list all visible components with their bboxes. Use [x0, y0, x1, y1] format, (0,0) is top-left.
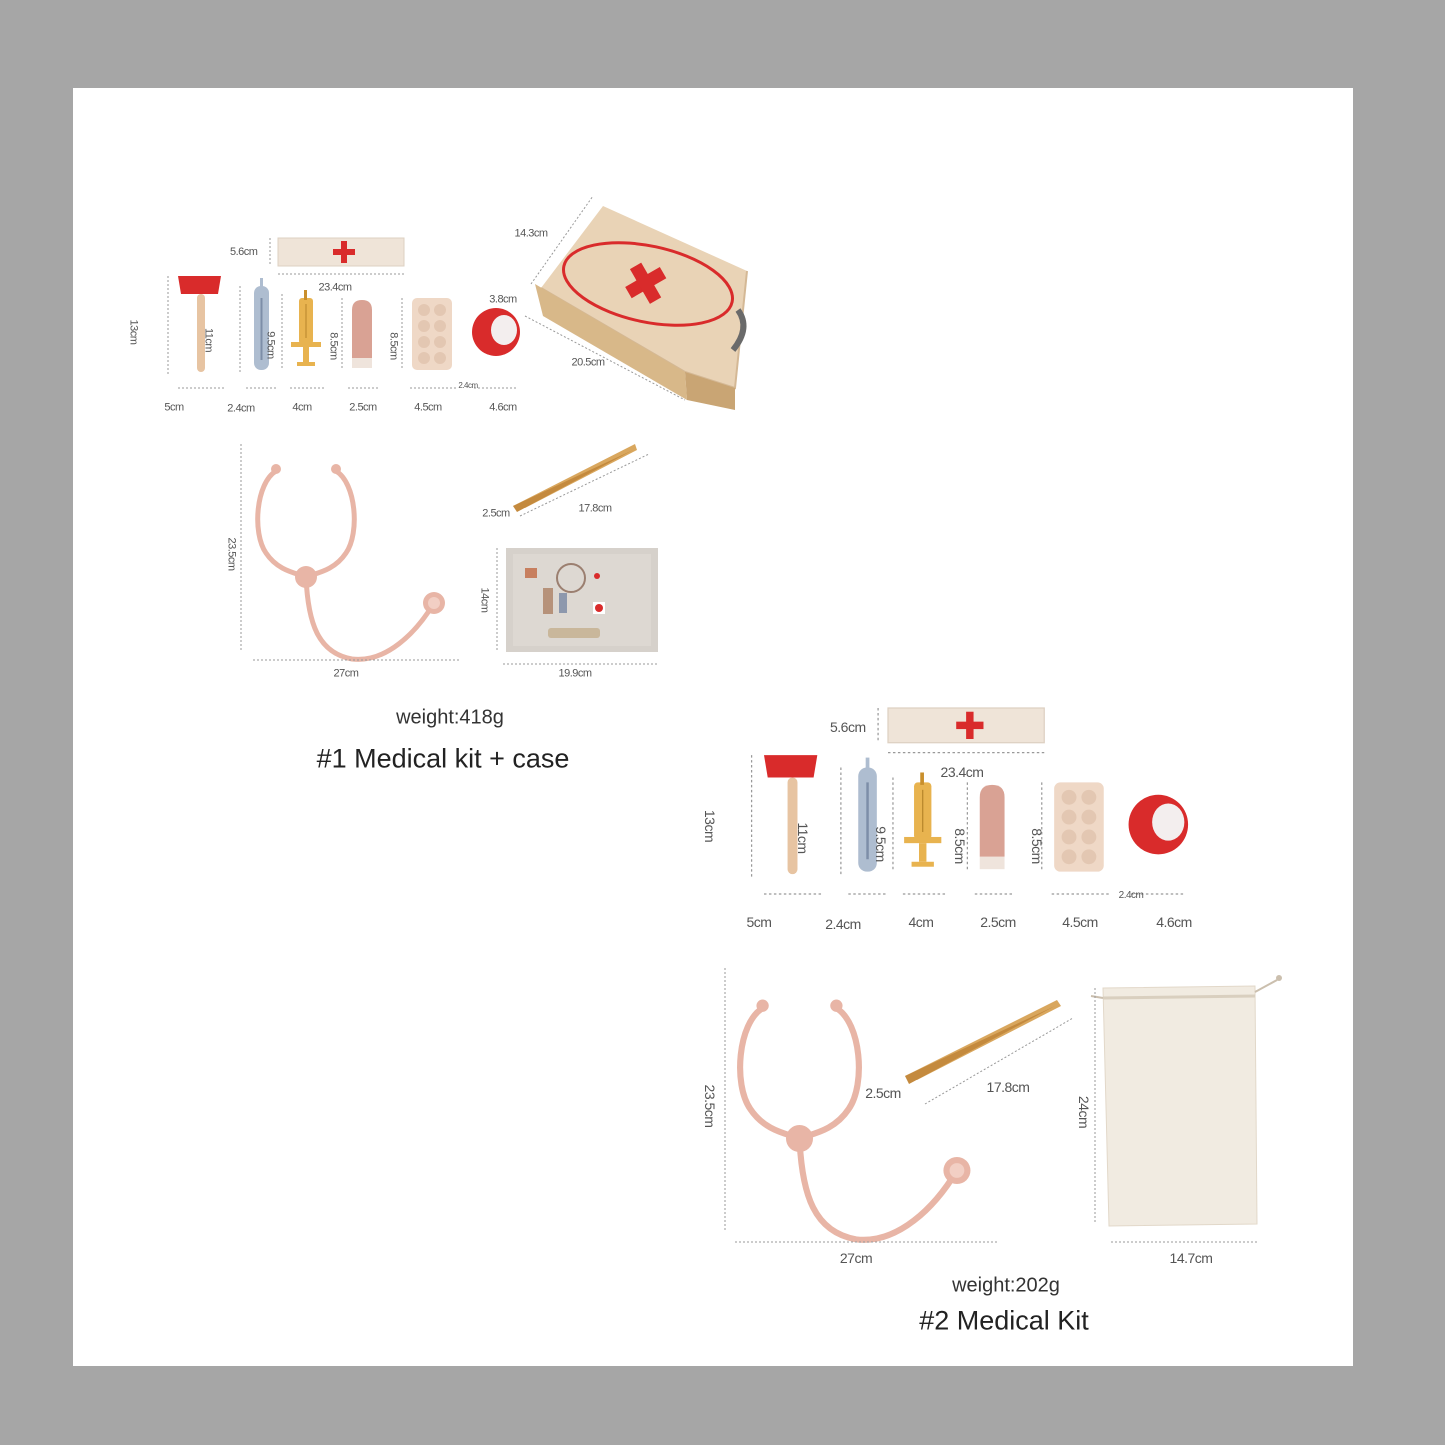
tweezers-image: [513, 444, 637, 512]
syringe-height-label: 9.5cm: [873, 826, 889, 862]
tube-width-label: 2.5cm: [980, 914, 1016, 930]
drawstring-bag-image: [1090, 975, 1282, 1227]
tape-depth-label: 2.4cm: [458, 381, 478, 390]
stethoscope-width-label: 27cm: [839, 1250, 873, 1266]
pill-tray-width-label: 4.5cm: [1062, 914, 1098, 930]
syringe-width-label: 4cm: [908, 914, 934, 930]
tweezers-depth-label: 2.5cm: [865, 1085, 901, 1101]
stethoscope-height-label: 23.5cm: [225, 537, 238, 571]
hammer-width-label: 5cm: [164, 401, 184, 414]
bandage-width-label: 23.4cm: [318, 281, 352, 294]
product-sheet: 5.6cm 23.4cm 13cm 5cm 11cm 2.4cm 9.5cm 4…: [73, 88, 1353, 1366]
thermometer-width-label: 2.4cm: [825, 916, 861, 932]
kit2-caption: #2 Medical Kit: [919, 1305, 1089, 1336]
syringe-height-label: 9.5cm: [264, 331, 277, 359]
card-width-label: 19.9cm: [558, 667, 592, 680]
illustration-layer: [167, 195, 1282, 1366]
kit1-caption: #1 Medical kit + case: [316, 743, 570, 774]
bag-height-label: 24cm: [1076, 1095, 1092, 1129]
thermometer-height-label: 11cm: [795, 822, 811, 854]
tweezers-length-label: 17.8cm: [986, 1079, 1030, 1095]
syringe-width-label: 4cm: [292, 401, 312, 414]
tape-depth-label: 2.4cm: [1118, 890, 1144, 901]
pill-tray-height-label: 8.5cm: [387, 332, 400, 360]
card-height-label: 14cm: [478, 587, 491, 613]
wooden-case-image: [535, 206, 748, 410]
case-width-label: 20.5cm: [571, 356, 605, 369]
tweezers-length-label: 17.8cm: [578, 502, 612, 515]
pill-tray-width-label: 4.5cm: [414, 401, 442, 414]
tape-width-label: 4.6cm: [1156, 914, 1192, 930]
pill-tray-height-label: 8.5cm: [1029, 828, 1045, 864]
bag-width-label: 14.7cm: [1169, 1250, 1213, 1266]
kit1-weight: weight:418g: [396, 706, 504, 729]
stethoscope-width-label: 27cm: [333, 667, 359, 680]
case-depth-label: 3.8cm: [489, 293, 517, 306]
thermometer-width-label: 2.4cm: [227, 402, 255, 415]
thermometer-height-label: 11cm: [202, 327, 215, 353]
tube-width-label: 2.5cm: [349, 401, 377, 414]
tube-height-label: 8.5cm: [952, 828, 968, 864]
tube-height-label: 8.5cm: [327, 332, 340, 360]
tweezers-image: [905, 1000, 1061, 1084]
instruction-card-image: [506, 548, 658, 652]
bandage-height-label: 5.6cm: [230, 246, 258, 258]
case-height-label: 14.3cm: [514, 227, 548, 240]
bandage-height-label: 5.6cm: [830, 719, 866, 735]
bandage-width-label: 23.4cm: [940, 764, 984, 780]
kit2-weight: weight:202g: [952, 1274, 1060, 1297]
stethoscope-height-label: 23.5cm: [702, 1084, 718, 1128]
hammer-width-label: 5cm: [746, 914, 772, 930]
tweezers-depth-label: 2.5cm: [482, 507, 510, 520]
hammer-height-label: 13cm: [127, 319, 140, 345]
hammer-height-label: 13cm: [702, 809, 718, 843]
tape-width-label: 4.6cm: [489, 401, 517, 414]
